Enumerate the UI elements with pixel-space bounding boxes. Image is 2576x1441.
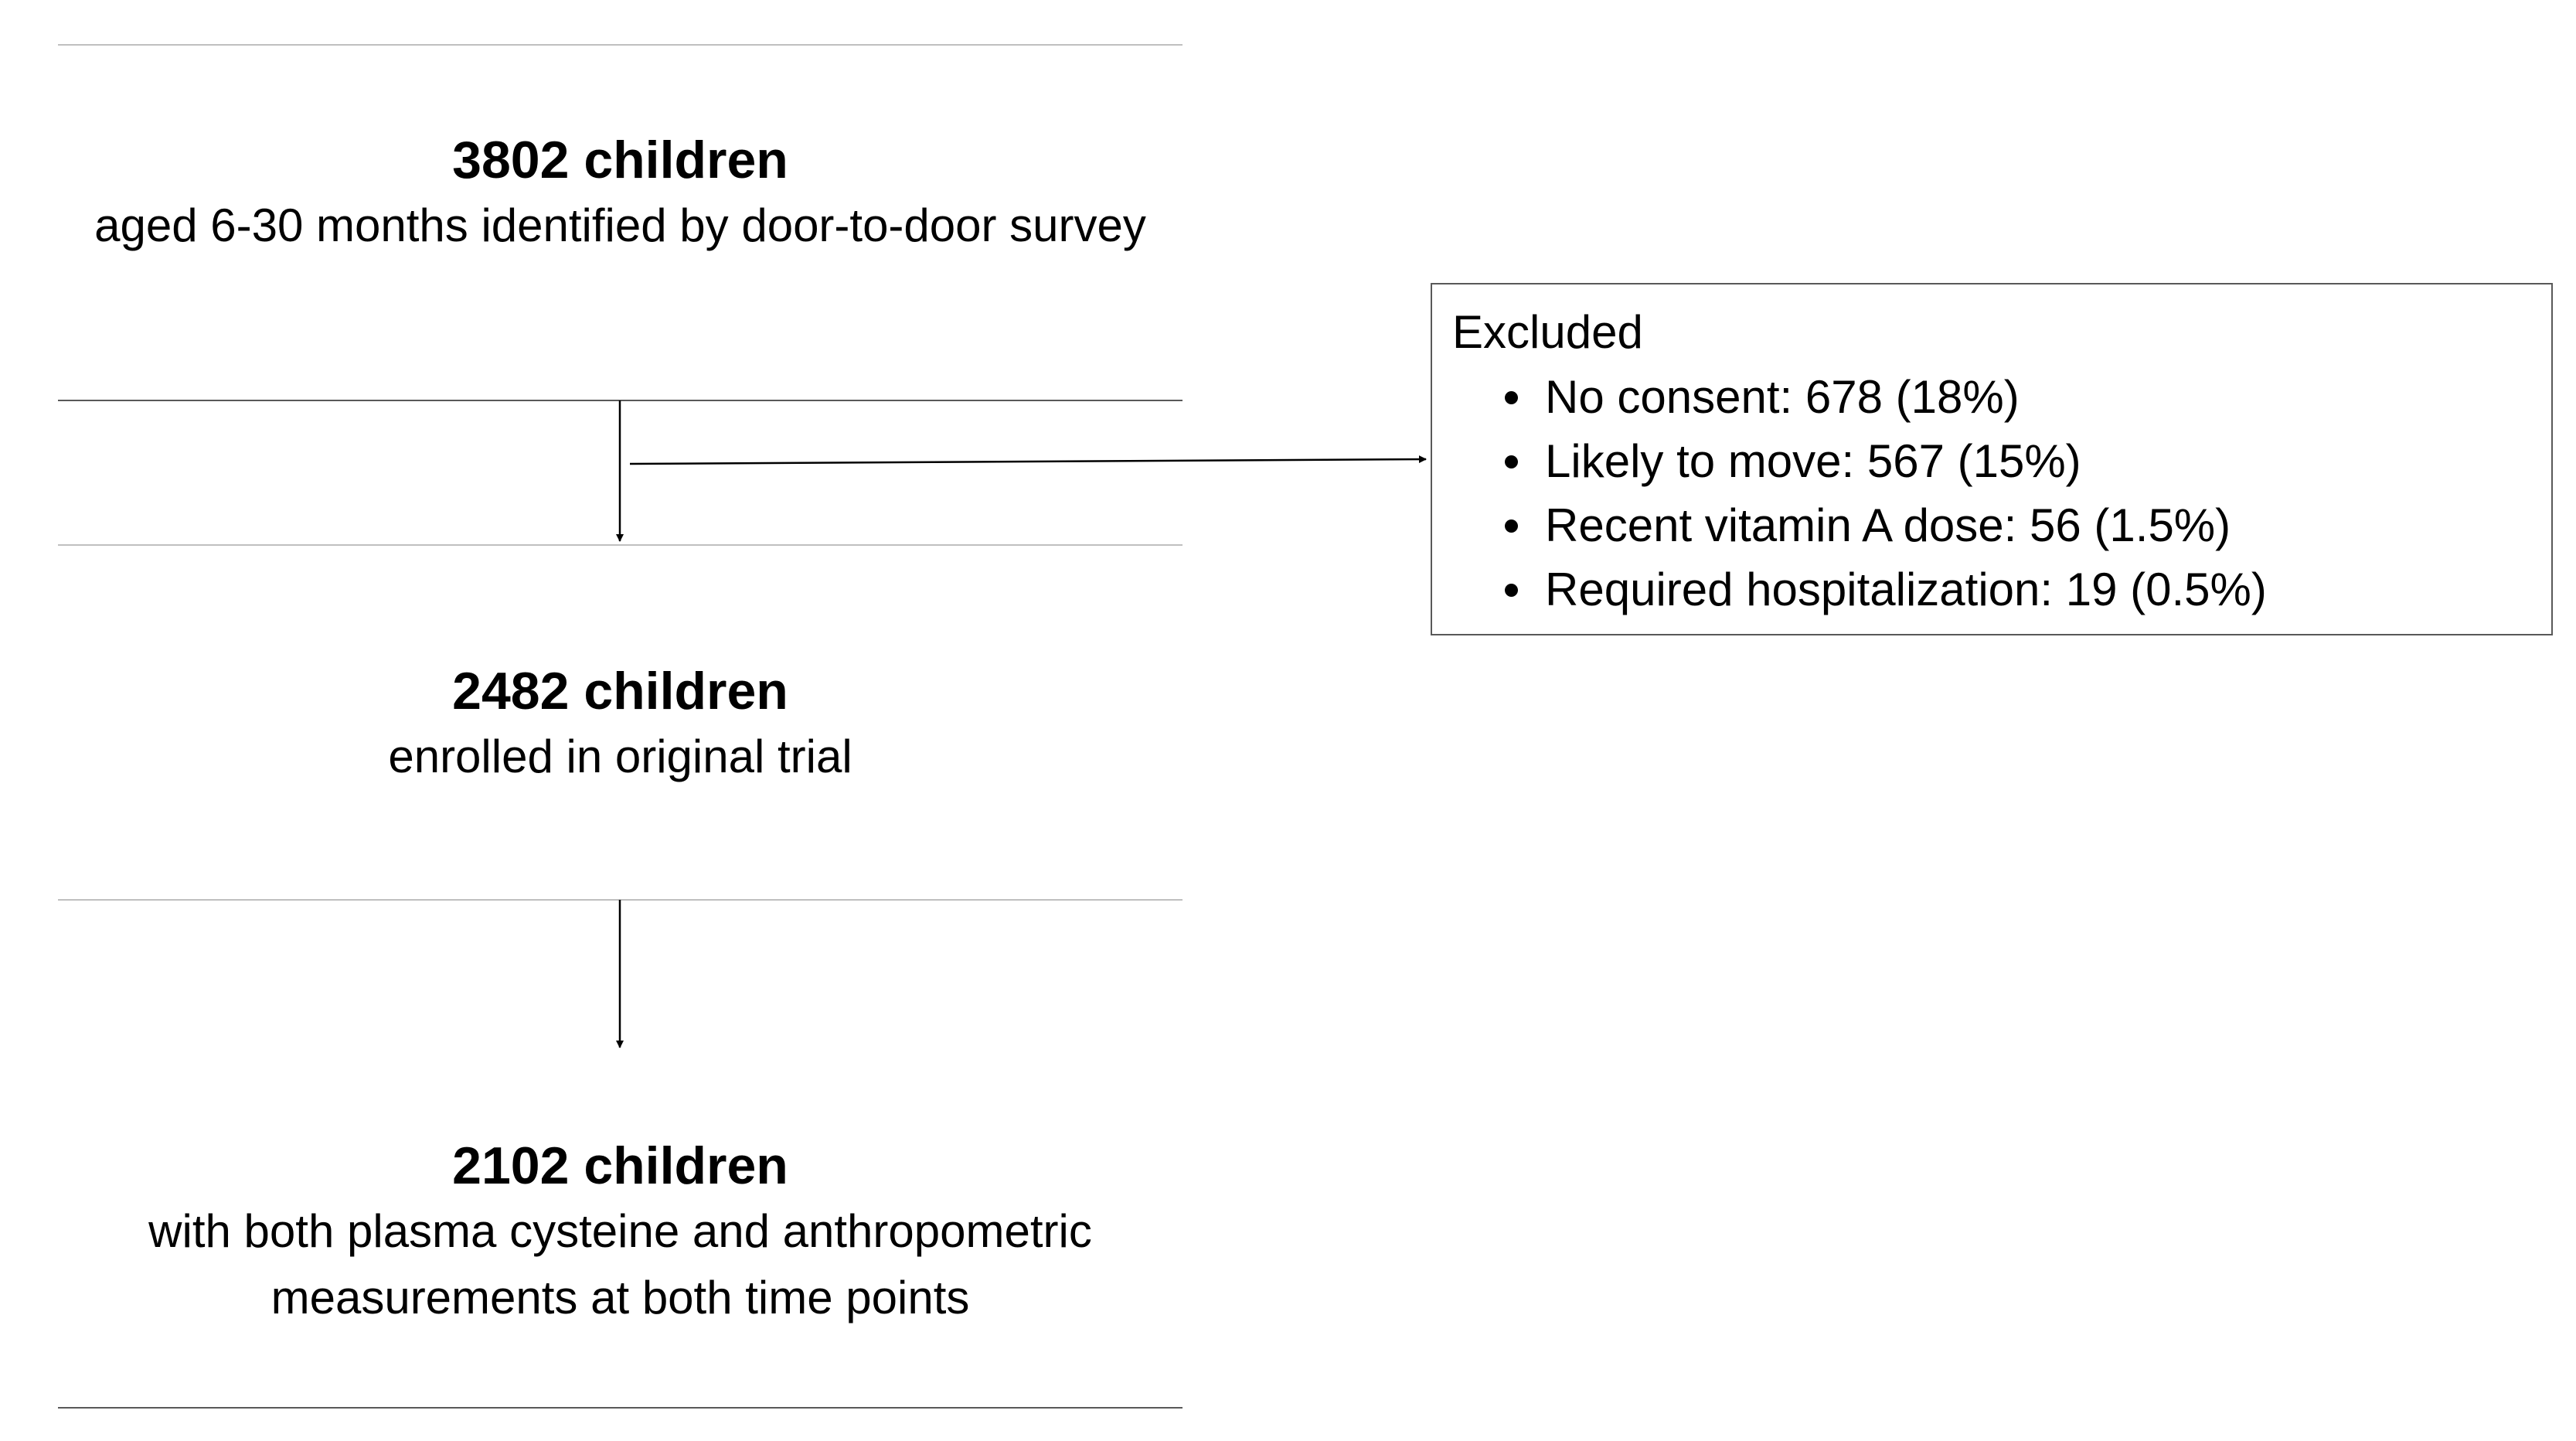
bullet-icon xyxy=(1505,584,1518,597)
box-2-top-line xyxy=(58,544,1183,546)
excluded-list: No consent: 678 (18%) Likely to move: 56… xyxy=(1452,365,2531,622)
box-identified-description: aged 6-30 months identified by door-to-d… xyxy=(94,199,1146,251)
excluded-item: Required hospitalization: 19 (0.5%) xyxy=(1505,557,2531,622)
excluded-item-text: Recent vitamin A dose: 56 (1.5%) xyxy=(1545,499,2231,551)
excluded-item: No consent: 678 (18%) xyxy=(1505,365,2531,429)
box-3-bottom-line xyxy=(58,1407,1183,1409)
box-1-top-line xyxy=(58,44,1183,46)
bullet-icon xyxy=(1505,391,1518,404)
arrow-to-excluded xyxy=(629,455,1427,465)
bullet-icon xyxy=(1505,455,1518,468)
box-enrolled-description: enrolled in original trial xyxy=(388,731,852,782)
excluded-box: Excluded No consent: 678 (18%) Likely to… xyxy=(1431,283,2553,635)
excluded-item: Recent vitamin A dose: 56 (1.5%) xyxy=(1505,493,2531,557)
box-enrolled: 2482 children enrolled in original trial xyxy=(58,659,1183,790)
box-analyzed-description: with both plasma cysteine and anthropome… xyxy=(148,1205,1092,1323)
excluded-title: Excluded xyxy=(1452,306,1643,358)
excluded-item-text: Required hospitalization: 19 (0.5%) xyxy=(1545,564,2267,615)
excluded-item: Likely to move: 567 (15%) xyxy=(1505,429,2531,493)
box-identified-count: 3802 children xyxy=(452,131,788,189)
box-analyzed-count: 2102 children xyxy=(452,1136,788,1195)
bullet-icon xyxy=(1505,520,1518,533)
box-identified: 3802 children aged 6-30 months identifie… xyxy=(58,128,1183,259)
box-analyzed: 2102 children with both plasma cysteine … xyxy=(58,1133,1183,1331)
excluded-item-text: No consent: 678 (18%) xyxy=(1545,371,2020,423)
box-enrolled-count: 2482 children xyxy=(452,662,788,720)
excluded-item-text: Likely to move: 567 (15%) xyxy=(1545,435,2081,487)
